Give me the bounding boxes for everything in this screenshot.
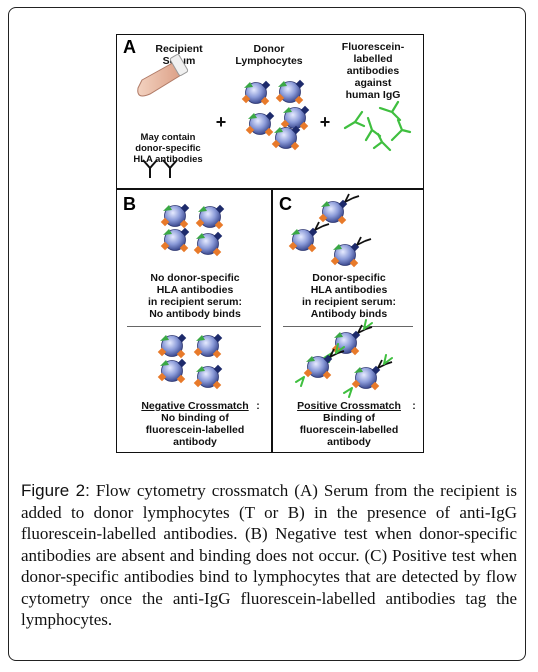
panel-b: B No donor-specific HLA antibodies in re… [116,189,272,453]
panel-b-divider [127,326,261,327]
plus-sign-2: + [319,112,331,132]
recipient-antibody-icon [142,159,178,178]
lymphocyte-cell-icon [193,231,223,257]
panel-a-label: A [123,37,136,57]
positive-result-description: Binding of fluorescein-labelled antibody [299,412,399,448]
serum-tube-icon [137,54,189,97]
negative-result-description: No binding of fluorescein-labelled antib… [145,412,245,448]
plus-sign-1: + [215,112,227,132]
negative-colon: : [256,400,260,412]
lymphocyte-cell-icon [193,364,223,390]
antibody-bound-cell-icon [330,236,372,268]
serum-note: May contain donor-specific HLA antibodie… [133,132,203,165]
fluorescein-antibody-icon [343,100,412,152]
panel-c-description: Donor-specific HLA antibodies in recipie… [302,272,396,320]
figure-caption: Figure 2: Flow cytometry crossmatch (A) … [21,480,517,631]
caption-lead: Figure 2: [21,481,90,500]
fluorescent-tagged-cell-icon [295,343,345,387]
lymphocyte-cell-icon [157,333,187,359]
donor-cell-icon [275,79,305,105]
panel-b-label: B [123,194,136,214]
panel-b-description: No donor-specific HLA antibodies in reci… [148,272,242,320]
panel-a: A Recipient Serum Donor Lymphocytes Fluo… [116,34,424,189]
positive-colon: : [412,400,416,412]
donor-cell-icon [271,125,301,151]
lymphocyte-cell-icon [195,204,225,230]
caption-text: Flow cytometry crossmatch (A) Serum from… [21,481,517,629]
lymphocyte-cell-icon [160,227,190,253]
lymphocyte-cell-icon [157,358,187,384]
donor-cell-icon [280,105,310,131]
positive-crossmatch-title: Positive Crossmatch [297,400,401,412]
lymphocyte-cell-icon [193,333,223,359]
antibody-bound-cell-icon [318,193,360,225]
donor-lymphocytes-title: Donor Lymphocytes [235,43,303,67]
donor-cell-icon [245,111,275,137]
antibody-title: Fluorescein- labelled antibodies against… [341,41,405,101]
antibody-bound-cell-icon [288,221,330,253]
lymphocyte-cell-icon [160,203,190,229]
panel-c-label: C [279,194,292,214]
negative-crossmatch-title: Negative Crossmatch [141,400,249,412]
panel-c-divider [283,326,413,327]
fluorescent-tagged-cell-icon [343,354,393,398]
donor-cell-icon [241,80,271,106]
figure-frame [8,7,526,661]
